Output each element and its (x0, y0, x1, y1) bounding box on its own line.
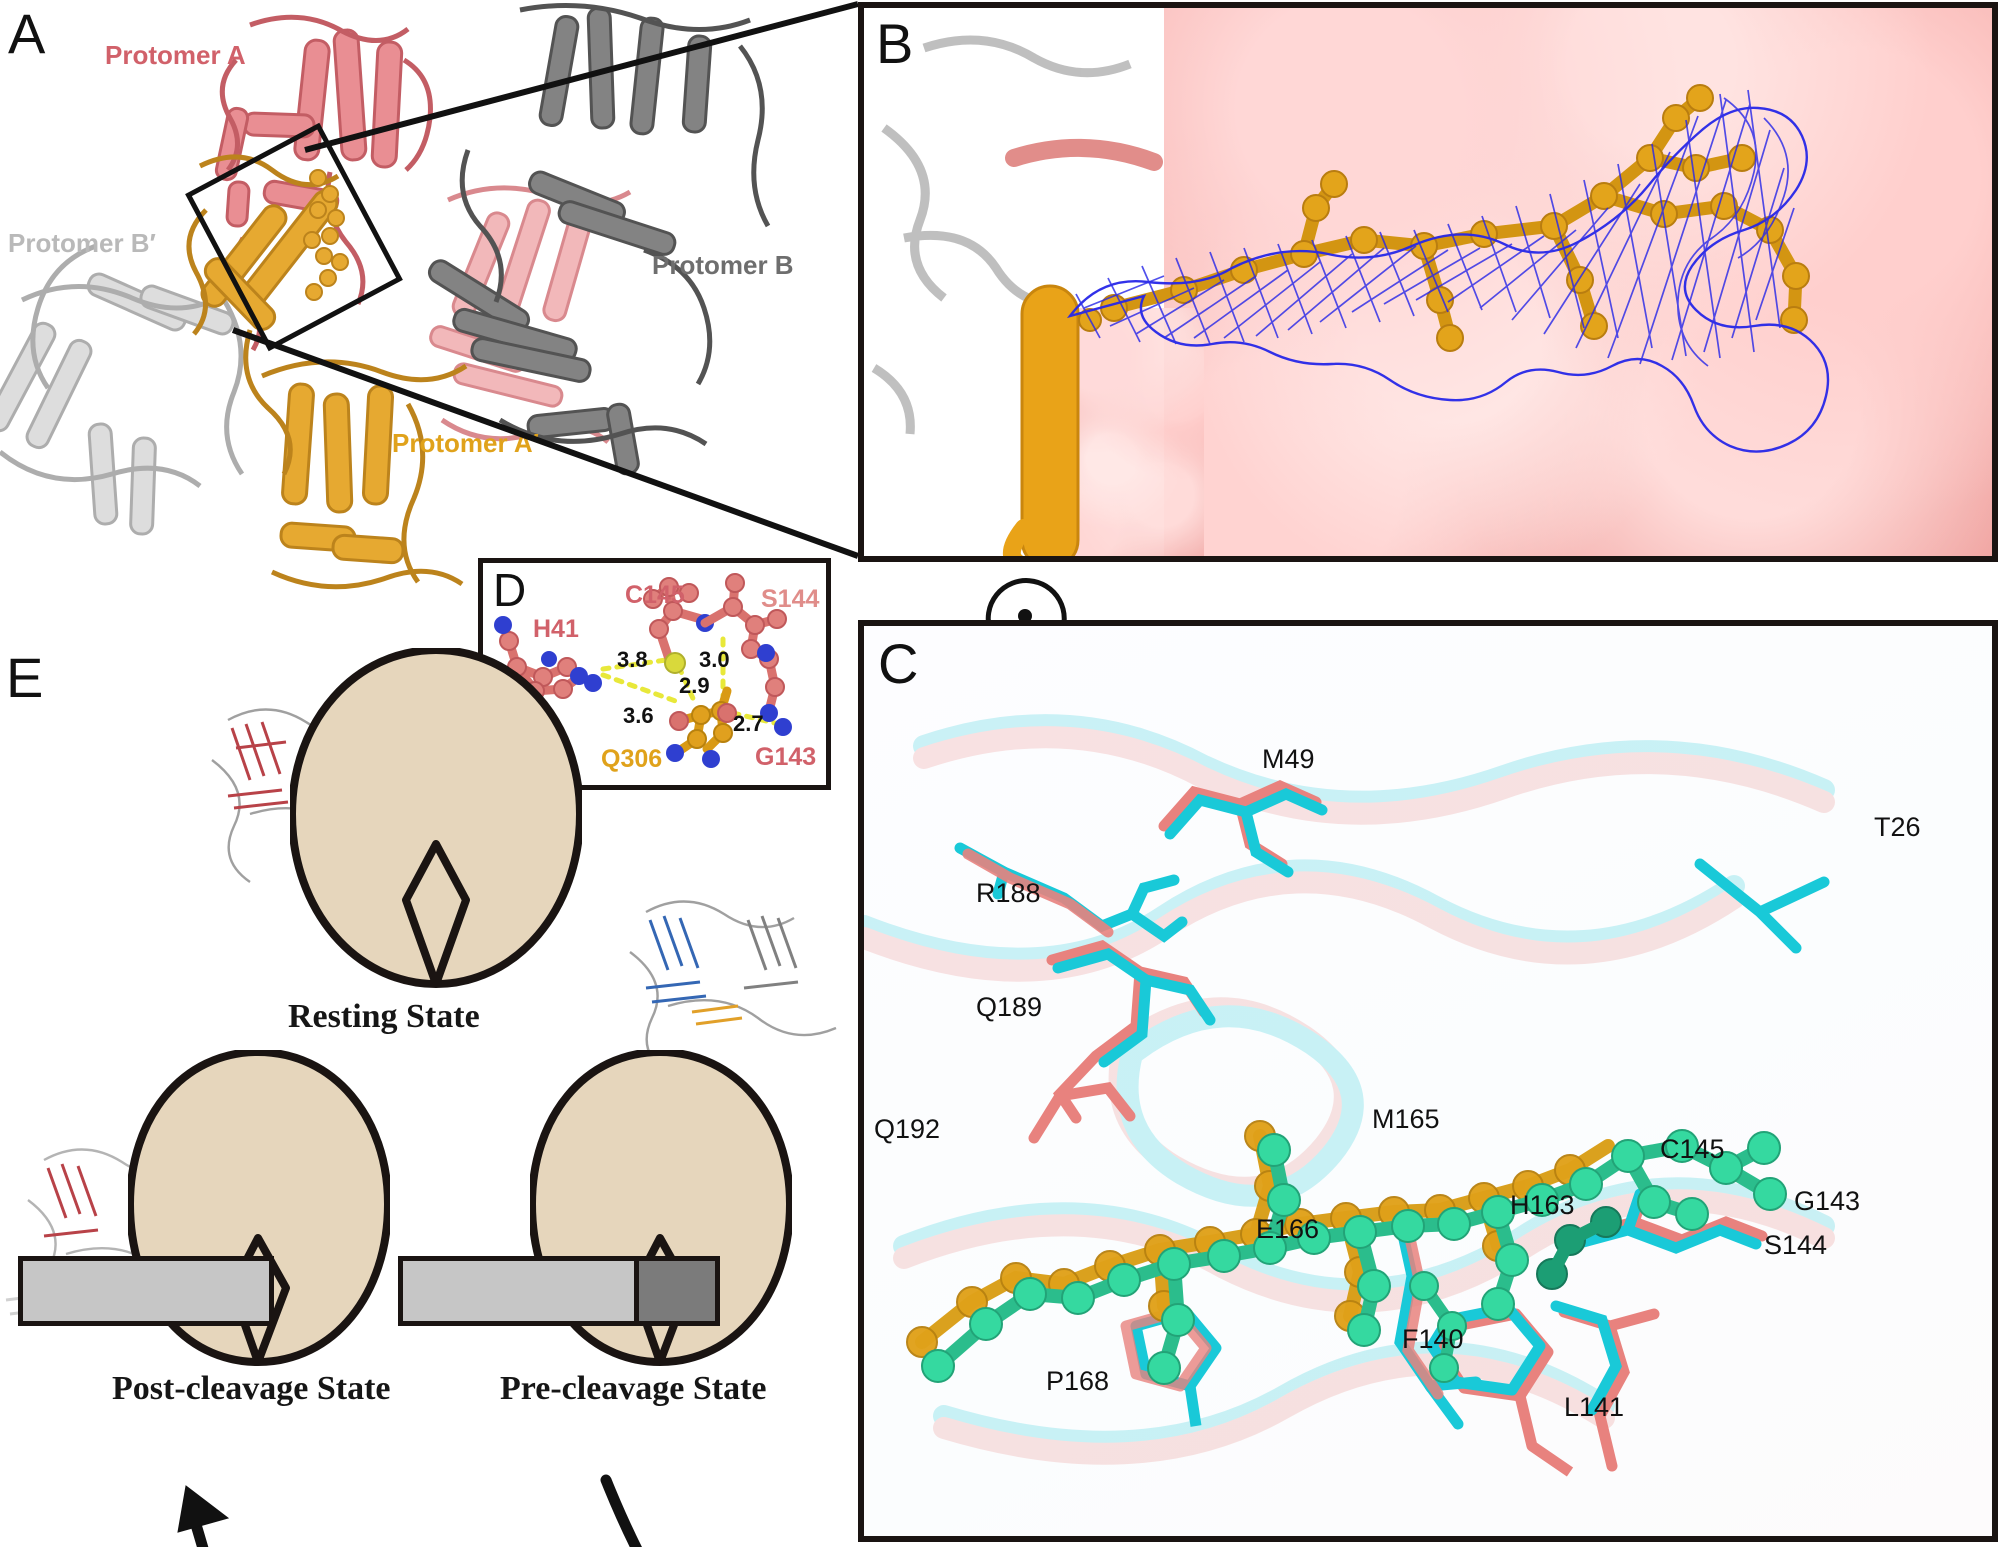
residue-label-r188: R188 (976, 878, 1041, 908)
panel-d-letter: D (493, 564, 527, 616)
residue-label-e166: E166 (1256, 1214, 1320, 1244)
distance-label-2-9: 2.9 (679, 673, 710, 698)
panel-d-graphics (494, 573, 792, 768)
residue-label-l141: L141 (1564, 1392, 1625, 1422)
pacman-resting (288, 646, 584, 988)
label-protomer-b: Protomer B (652, 250, 794, 280)
panel-b: B (858, 2, 1998, 562)
label-protomer-a-prime: Protomer A′ (392, 428, 539, 458)
residue-label-h163: H163 (1510, 1190, 1575, 1220)
residue-label-q192: Q192 (874, 1114, 941, 1144)
residue-label-m165: M165 (1372, 1104, 1440, 1134)
panel-a-letter: A (8, 2, 46, 65)
panel-e: E (0, 600, 860, 1547)
panel-e-letter: E (6, 646, 44, 709)
panel-a: A (0, 0, 860, 600)
substrate-product-post (18, 1256, 274, 1326)
label-protomer-a: Protomer A (105, 40, 246, 70)
distance-label-3-0: 3.0 (699, 647, 730, 672)
state-label-resting: Resting State (288, 998, 480, 1035)
panel-c-letter: C (878, 632, 919, 695)
substrate-pre-dark (634, 1256, 720, 1326)
panel-b-graphics (871, 35, 1830, 556)
panel-c: C R188 M49 Q189 T26 Q192 M165 C145 H163 … (858, 620, 1998, 1542)
label-protomer-b-prime: Protomer B′ (8, 228, 156, 258)
state-label-post-cleavage: Post-cleavage State (112, 1370, 391, 1407)
residue-label-f140: F140 (1402, 1324, 1464, 1354)
distance-label-3-6: 3.6 (623, 703, 654, 728)
residue-label-m49: M49 (1262, 744, 1315, 774)
residue-label-p168: P168 (1046, 1366, 1110, 1396)
residue-label-s144: S144 (761, 585, 820, 613)
residue-label-c145: C145 (1660, 1134, 1725, 1164)
distance-label-2-7: 2.7 (733, 711, 764, 736)
residue-label-q306: Q306 (601, 745, 663, 773)
residue-label-q189: Q189 (976, 992, 1043, 1022)
cycle-arrows (177, 1474, 642, 1547)
thumbnail-pre-cleavage (629, 900, 837, 1075)
panel-c-graphics (864, 714, 1835, 1477)
residue-label-h41: H41 (533, 615, 579, 643)
state-label-pre-cleavage: Pre-cleavage State (500, 1370, 767, 1407)
substrate-pre-light (398, 1256, 654, 1326)
distance-label-3-8: 3.8 (617, 647, 648, 672)
residue-label-c145: C145 (625, 581, 685, 609)
sulfur-atom (664, 652, 686, 674)
residue-label-g143: G143 (755, 743, 817, 771)
residue-label-t26: T26 (1874, 812, 1921, 842)
protomer-cartoons (0, 3, 771, 590)
residue-label-g143: G143 (1794, 1186, 1861, 1216)
residue-label-s144: S144 (1764, 1230, 1828, 1260)
protein-surface-edge (1064, 308, 1204, 556)
panel-b-letter: B (876, 12, 914, 75)
